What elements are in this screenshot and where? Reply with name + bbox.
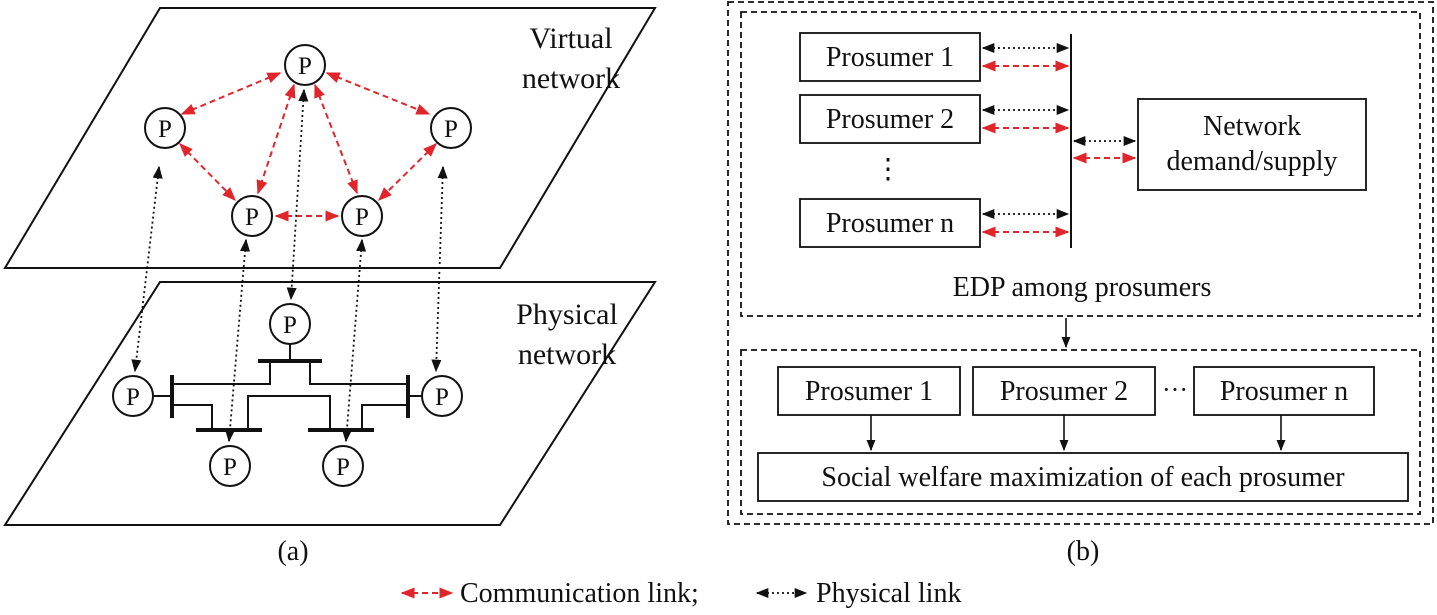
- welfare-label: Social welfare maximization of each pros…: [821, 462, 1345, 493]
- legend-comm-label: Communication link;: [460, 578, 699, 609]
- top-prosumer-1: Prosumer 1: [799, 32, 981, 82]
- legend-phys-label: Physical link: [816, 578, 961, 609]
- prosumer-node: P: [209, 445, 251, 487]
- top-prosumer-2: Prosumer 2: [799, 94, 981, 144]
- node-label: P: [435, 384, 449, 411]
- network-demand-supply-box: Network demand/supply: [1137, 98, 1367, 191]
- node-label: P: [245, 204, 259, 231]
- phys-link: [431, 165, 448, 373]
- prosumer-label: Prosumer n: [826, 208, 954, 239]
- phys-link: [131, 165, 163, 373]
- node-label: P: [126, 384, 140, 411]
- prosumer-node: P: [430, 107, 472, 149]
- wire: [309, 361, 408, 385]
- caption-a: (a): [277, 536, 308, 567]
- outer-dashed-frame: [727, 1, 1434, 525]
- prosumer-label: Prosumer n: [1220, 376, 1348, 407]
- node-label: P: [298, 53, 312, 80]
- prosumer-node: P: [269, 303, 311, 345]
- physical-links: [131, 88, 448, 443]
- prosumer-label: Prosumer 1: [805, 376, 933, 407]
- welfare-box: Social welfare maximization of each pros…: [757, 452, 1409, 502]
- vertical-ellipsis: ⋮: [874, 154, 902, 185]
- virtual-label-line2: network: [522, 62, 620, 95]
- edp-links: [981, 42, 1137, 238]
- top-prosumer-n: Prosumer n: [799, 198, 981, 248]
- physical-nodes: P P P P P: [112, 303, 463, 487]
- prosumer-node: P: [144, 107, 186, 149]
- prosumer-node: P: [322, 445, 364, 487]
- phys-link: [224, 238, 251, 443]
- node-label: P: [336, 454, 350, 481]
- network-label-line2: demand/supply: [1166, 146, 1337, 177]
- panel-b: Prosumer 1 Prosumer 2 ⋮ Prosumer n Net: [727, 1, 1434, 567]
- virtual-nodes: P P P P P: [144, 44, 472, 237]
- node-label: P: [444, 116, 458, 143]
- welfare-dashed-frame: [740, 349, 1421, 515]
- edp-dashed-frame: [740, 11, 1421, 317]
- prosumer-label: Prosumer 2: [826, 104, 954, 135]
- caption-b: (b): [1067, 536, 1100, 567]
- node-label: P: [355, 204, 369, 231]
- comm-link: [180, 72, 282, 115]
- horizontal-ellipsis: ···: [1162, 375, 1188, 404]
- prosumer-node: P: [112, 375, 154, 417]
- panel-a: Virtual network Physical network: [3, 7, 657, 567]
- virtual-label-line1: Virtual: [529, 22, 612, 55]
- bottom-prosumer-2: Prosumer 2: [972, 366, 1156, 416]
- wire: [172, 404, 213, 430]
- comm-link: [325, 72, 431, 115]
- bottom-prosumer-1: Prosumer 1: [777, 366, 961, 416]
- prosumer-node: P: [231, 195, 273, 237]
- prosumer-label: Prosumer 2: [1000, 376, 1128, 407]
- node-label: P: [158, 116, 172, 143]
- prosumer-node: P: [421, 375, 463, 417]
- bottom-prosumer-n: Prosumer n: [1193, 366, 1375, 416]
- prosumer-label: Prosumer 1: [826, 42, 954, 73]
- comm-link: [378, 143, 437, 201]
- legend: Communication link; Physical link: [400, 578, 961, 609]
- comm-link: [256, 83, 296, 195]
- node-label: P: [283, 312, 297, 339]
- edp-label: EDP among prosumers: [953, 272, 1212, 303]
- prosumer-node: P: [284, 44, 326, 86]
- comm-link: [179, 143, 236, 201]
- network-label-line1: Network: [1203, 111, 1301, 142]
- wire: [172, 361, 271, 385]
- physical-label-line1: Physical: [516, 298, 618, 331]
- phys-link: [341, 238, 367, 443]
- physical-label-line2: network: [518, 338, 616, 371]
- node-label: P: [223, 454, 237, 481]
- prosumer-node: P: [341, 195, 383, 237]
